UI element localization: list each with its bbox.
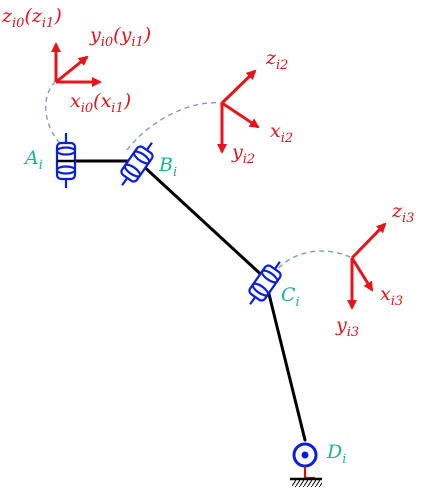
label-x-i3: xi3 bbox=[380, 283, 403, 309]
dashed-arc-a bbox=[45, 81, 67, 151]
link-bc bbox=[138, 161, 269, 282]
dashed-arc-c bbox=[272, 250, 353, 276]
label-y-i2: yi2 bbox=[231, 141, 255, 167]
label-z-i0-z-i1: zi0(zi1) bbox=[1, 5, 62, 31]
axis-x2 bbox=[221, 101, 260, 129]
label-y-i3: yi3 bbox=[335, 314, 359, 340]
joint-a-cylinder bbox=[55, 133, 77, 188]
axis-z2 bbox=[220, 69, 257, 105]
label-joint-c: Ci bbox=[281, 284, 300, 310]
link-cd bbox=[265, 284, 307, 442]
label-z-i3: zi3 bbox=[391, 200, 414, 226]
axis-x3 bbox=[350, 257, 374, 292]
axis-z3 bbox=[350, 222, 387, 260]
label-x-i0-x-i1: xi0(xi1) bbox=[70, 90, 131, 116]
dashed-arc-b bbox=[126, 102, 223, 151]
label-y-i0-y-i1: yi0(yi1) bbox=[89, 24, 151, 50]
links bbox=[72, 159, 307, 442]
joint-c-cylinder bbox=[248, 261, 282, 305]
label-x-i2: xi2 bbox=[270, 120, 293, 146]
joint-b-cylinder bbox=[120, 142, 154, 186]
label-joint-d: Di bbox=[326, 441, 346, 467]
frame-axes bbox=[51, 42, 387, 310]
label-joint-a: Ai bbox=[23, 147, 43, 173]
label-z-i2: zi2 bbox=[265, 47, 288, 73]
axis-y0 bbox=[55, 55, 89, 84]
joint-d-pin bbox=[290, 442, 322, 487]
label-joint-b: Bi bbox=[158, 154, 177, 180]
